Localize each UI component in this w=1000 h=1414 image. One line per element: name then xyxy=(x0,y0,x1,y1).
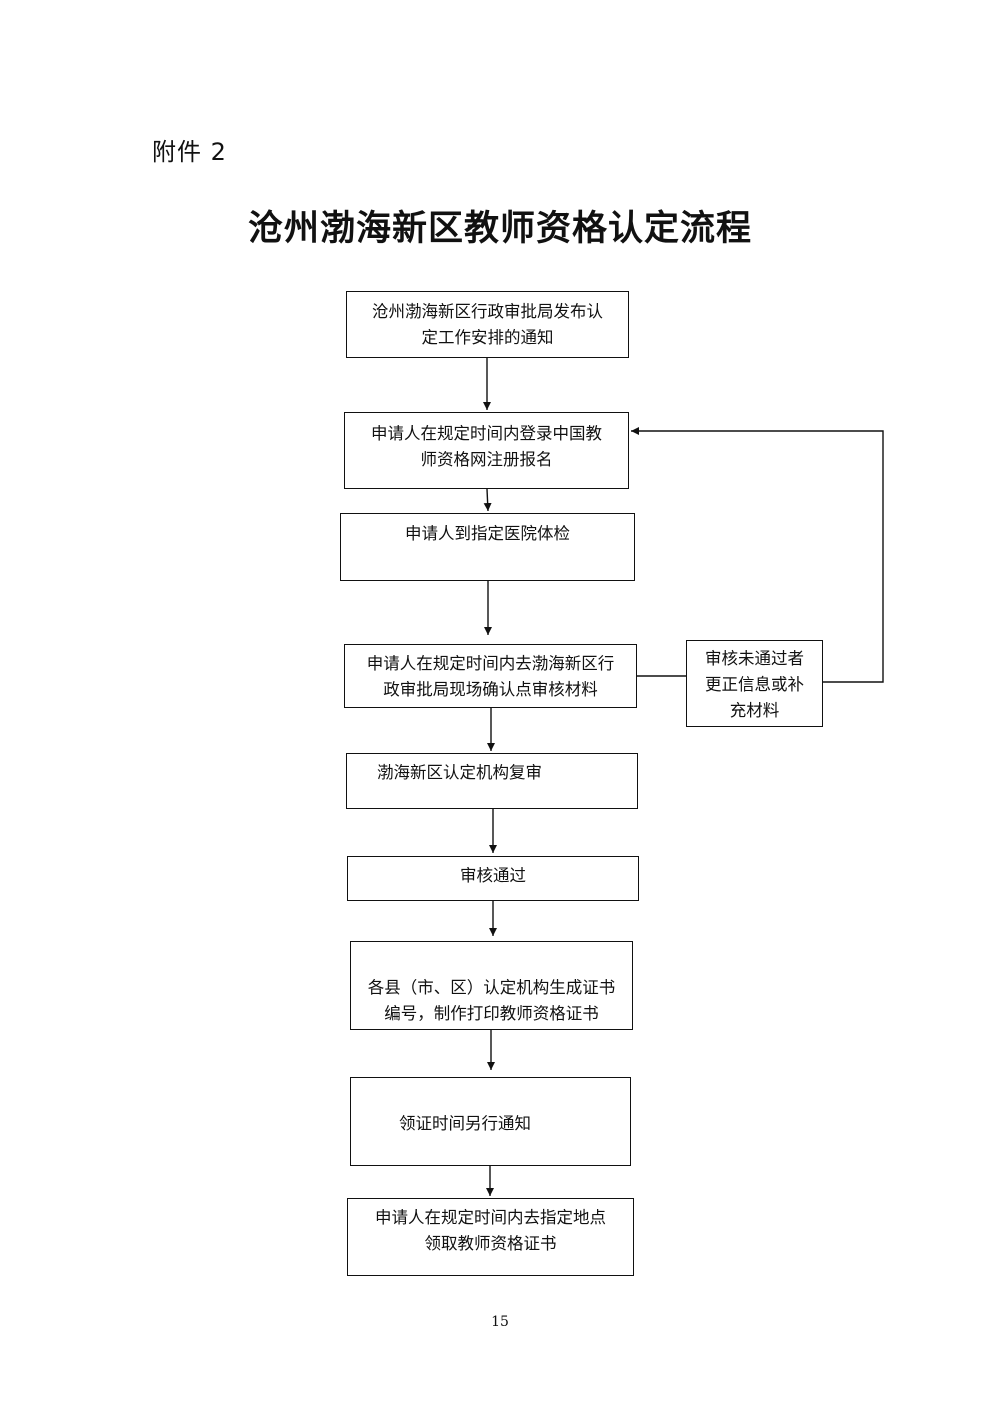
arrow-2-3 xyxy=(483,488,492,512)
step-medical-exam: 申请人到指定医院体检 xyxy=(340,513,635,581)
step-re-review: 渤海新区认定机构复审 xyxy=(346,753,638,809)
side-box-rejected: 审核未通过者更正信息或补充材料 xyxy=(686,640,823,727)
page-title: 沧州渤海新区教师资格认定流程 xyxy=(247,209,752,249)
step-publish-notice: 沧州渤海新区行政审批局发布认定工作安排的通知 xyxy=(346,291,629,358)
step-certificate-production: 各县（市、区）认定机构生成证书编号，制作打印教师资格证书 xyxy=(350,941,633,1030)
step-approved: 审核通过 xyxy=(347,856,639,901)
return-arrow xyxy=(631,427,884,683)
step-onsite-review: 申请人在规定时间内去渤海新区行政审批局现场确认点审核材料 xyxy=(344,644,637,708)
step-online-registration: 申请人在规定时间内登录中国教师资格网注册报名 xyxy=(344,412,629,489)
step-collection-notice: 领证时间另行通知 xyxy=(350,1077,631,1166)
attachment-label: 附件 2 xyxy=(152,138,227,166)
page-number: 15 xyxy=(491,1314,509,1330)
step-collect-certificate: 申请人在规定时间内去指定地点领取教师资格证书 xyxy=(347,1198,634,1276)
